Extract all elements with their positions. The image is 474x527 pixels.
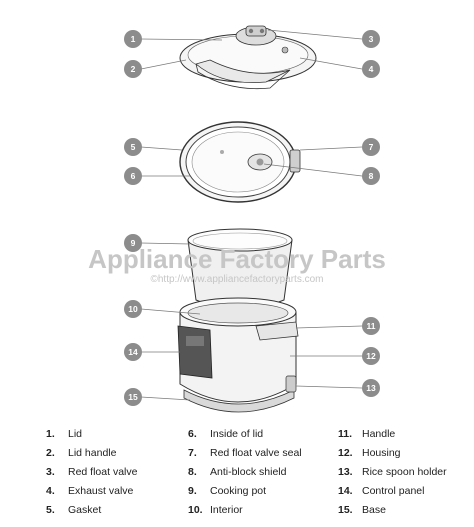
- svg-text:9: 9: [131, 238, 136, 248]
- callout-4: 4: [362, 60, 380, 78]
- legend-item-15: 15.Base: [338, 504, 386, 516]
- legend-item-10: 10.Interior: [188, 504, 243, 516]
- callout-15: 15: [124, 388, 142, 406]
- legend-item-11: 11.Handle: [338, 428, 396, 440]
- svg-text:10: 10: [128, 304, 138, 314]
- callout-10: 10: [124, 300, 142, 318]
- svg-text:12: 12: [366, 351, 376, 361]
- legend-item-6: 6.Inside of lid: [188, 428, 264, 440]
- callout-6: 6: [124, 167, 142, 185]
- cooking-pot-drawing: [187, 228, 293, 310]
- parts-legend: 1.Lid 2.Lid handle 3.Red float valve 4.E…: [0, 420, 474, 527]
- watermark-url: ©http://www.appliancefactoryparts.com: [151, 274, 324, 285]
- svg-text:4: 4: [369, 64, 374, 74]
- housing-drawing: [177, 297, 299, 413]
- svg-text:15: 15: [128, 392, 138, 402]
- callout-13: 13: [362, 379, 380, 397]
- svg-text:3: 3: [369, 34, 374, 44]
- callout-12: 12: [362, 347, 380, 365]
- callout-14: 14: [124, 343, 142, 361]
- svg-text:5: 5: [131, 142, 136, 152]
- callout-2: 2: [124, 60, 142, 78]
- legend-item-13: 13.Rice spoon holder: [338, 466, 447, 478]
- legend-item-5: 5.Gasket: [46, 504, 102, 516]
- callout-8: 8: [362, 167, 380, 185]
- svg-text:1: 1: [131, 34, 136, 44]
- callout-11: 11: [362, 317, 380, 335]
- svg-text:14: 14: [128, 347, 138, 357]
- legend-item-12: 12.Housing: [338, 447, 401, 459]
- lid-drawing: [179, 25, 317, 89]
- callout-9: 9: [124, 234, 142, 252]
- callout-1: 1: [124, 30, 142, 48]
- legend-item-1: 1.Lid: [46, 428, 83, 440]
- legend-item-14: 14.Control panel: [338, 485, 425, 497]
- legend-item-3: 3.Red float valve: [46, 466, 138, 478]
- svg-text:7: 7: [369, 142, 374, 152]
- svg-text:6: 6: [131, 171, 136, 181]
- callout-5: 5: [124, 138, 142, 156]
- legend-item-4: 4.Exhaust valve: [46, 485, 134, 497]
- leader-lines: [140, 29, 363, 401]
- callout-3: 3: [362, 30, 380, 48]
- svg-text:11: 11: [367, 321, 376, 331]
- svg-text:2: 2: [131, 64, 136, 74]
- legend-item-8: 8.Anti-block shield: [188, 466, 287, 478]
- svg-text:13: 13: [366, 383, 376, 393]
- legend-item-7: 7.Red float valve seal: [188, 447, 302, 459]
- legend-item-9: 9.Cooking pot: [188, 485, 267, 497]
- inside-lid-drawing: [179, 121, 301, 203]
- callout-7: 7: [362, 138, 380, 156]
- legend-item-2: 2.Lid handle: [46, 447, 117, 459]
- svg-text:8: 8: [369, 171, 374, 181]
